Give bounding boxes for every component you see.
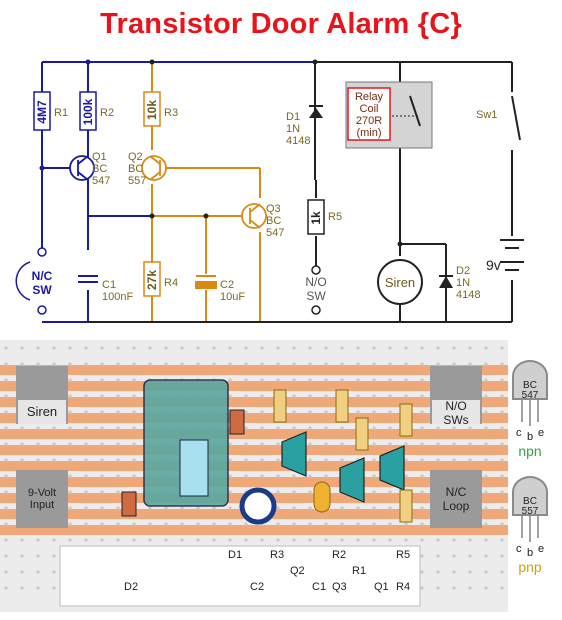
copper-strip [0, 381, 508, 391]
copper-strip [0, 477, 508, 487]
d1-part: 1N [286, 123, 300, 135]
board-bottom-label: D2 [124, 581, 138, 593]
board-bottom-label: R3 [270, 549, 284, 561]
relay-label: Relay [355, 91, 384, 103]
svg-text:npn: npn [518, 443, 541, 459]
q2-ref: Q2 [128, 151, 143, 163]
copper-strip [0, 413, 508, 423]
schematic: Relay Coil 270R (min) Sw1 9v 4M7 100k 10… [15, 59, 524, 323]
q1-ref: Q1 [92, 151, 107, 163]
board-right-nc: N/C [446, 485, 467, 499]
copper-strip [0, 461, 508, 471]
board-right-no: SWs [443, 413, 468, 427]
copper-strip [0, 429, 508, 439]
stripboard: Siren 9-Volt Input N/O SWs N/C Loop D1 R… [0, 340, 548, 612]
battery-label: 9v [486, 257, 501, 273]
svg-text:c: c [516, 427, 522, 439]
board-bottom-label: R4 [396, 581, 410, 593]
no-switch-label: SW [306, 289, 326, 303]
r5-ref: R5 [328, 211, 342, 223]
copper-strip [0, 445, 508, 455]
board-left-input: 9-Volt [28, 487, 56, 499]
d1-ref: D1 [286, 111, 300, 123]
relay-label: (min) [356, 127, 381, 139]
svg-text:e: e [538, 427, 544, 439]
copper-strip [0, 397, 508, 407]
d2-part: 1N [456, 277, 470, 289]
svg-text:c: c [516, 543, 522, 555]
copper-strip [0, 365, 508, 375]
board-bottom-label: R1 [352, 565, 366, 577]
svg-text:BC: BC [523, 380, 537, 391]
r3-ref: R3 [164, 107, 178, 119]
relay-label: 270R [356, 115, 382, 127]
board-bottom-label: C1 [312, 581, 326, 593]
c1-value: 100nF [102, 291, 133, 303]
q1-part2: 547 [92, 175, 110, 187]
relay-label: Coil [360, 103, 379, 115]
r5-value: 1k [309, 211, 323, 225]
board-bottom-label: D1 [228, 549, 242, 561]
legend-pnp: BC 557 c b e pnp [512, 476, 548, 575]
q3-ref: Q3 [266, 203, 281, 215]
r1-value: 4M7 [35, 100, 49, 124]
board-bottom-label: R2 [332, 549, 346, 561]
nc-switch-label: SW [32, 283, 52, 297]
r4-ref: R4 [164, 277, 178, 289]
board-bottom-label: Q3 [332, 581, 347, 593]
svg-text:pnp: pnp [518, 559, 542, 575]
board-bottom-label: R5 [396, 549, 410, 561]
q3-part: BC [266, 215, 281, 227]
svg-text:BC: BC [523, 496, 537, 507]
board-left-siren: Siren [27, 404, 57, 419]
d2-part2: 4148 [456, 289, 480, 301]
board-bottom-label: Q2 [290, 565, 305, 577]
board-left-input: Input [30, 499, 54, 511]
page-title: Transistor Door Alarm {C} [100, 8, 462, 40]
siren-label: Siren [385, 275, 415, 290]
d2-ref: D2 [456, 265, 470, 277]
legend-npn: BC 547 c b e npn [512, 360, 548, 459]
r2-ref: R2 [100, 107, 114, 119]
d1-part2: 4148 [286, 135, 310, 147]
c2-value: 10uF [220, 291, 245, 303]
svg-text:557: 557 [522, 506, 539, 517]
board-right-no: N/O [445, 399, 466, 413]
q2-part: BC [128, 163, 143, 175]
r1-ref: R1 [54, 107, 68, 119]
q1-part: BC [92, 163, 107, 175]
c1-ref: C1 [102, 279, 116, 291]
copper-strip [0, 525, 508, 535]
board-right-nc: Loop [443, 499, 470, 513]
svg-text:b: b [527, 547, 533, 559]
r4-value: 27k [145, 270, 159, 290]
c2-ref: C2 [220, 279, 234, 291]
no-switch-label: N/O [305, 275, 326, 289]
nc-switch-label: N/C [32, 269, 53, 283]
sw1-label: Sw1 [476, 109, 497, 121]
svg-text:e: e [538, 543, 544, 555]
r3-value: 10k [145, 100, 159, 120]
svg-text:547: 547 [522, 390, 539, 401]
board-bottom-label: Q1 [374, 581, 389, 593]
svg-text:b: b [527, 431, 533, 443]
q2-part2: 557 [128, 175, 146, 187]
r2-value: 100k [81, 98, 95, 125]
board-bottom-label: C2 [250, 581, 264, 593]
q3-part2: 547 [266, 227, 284, 239]
